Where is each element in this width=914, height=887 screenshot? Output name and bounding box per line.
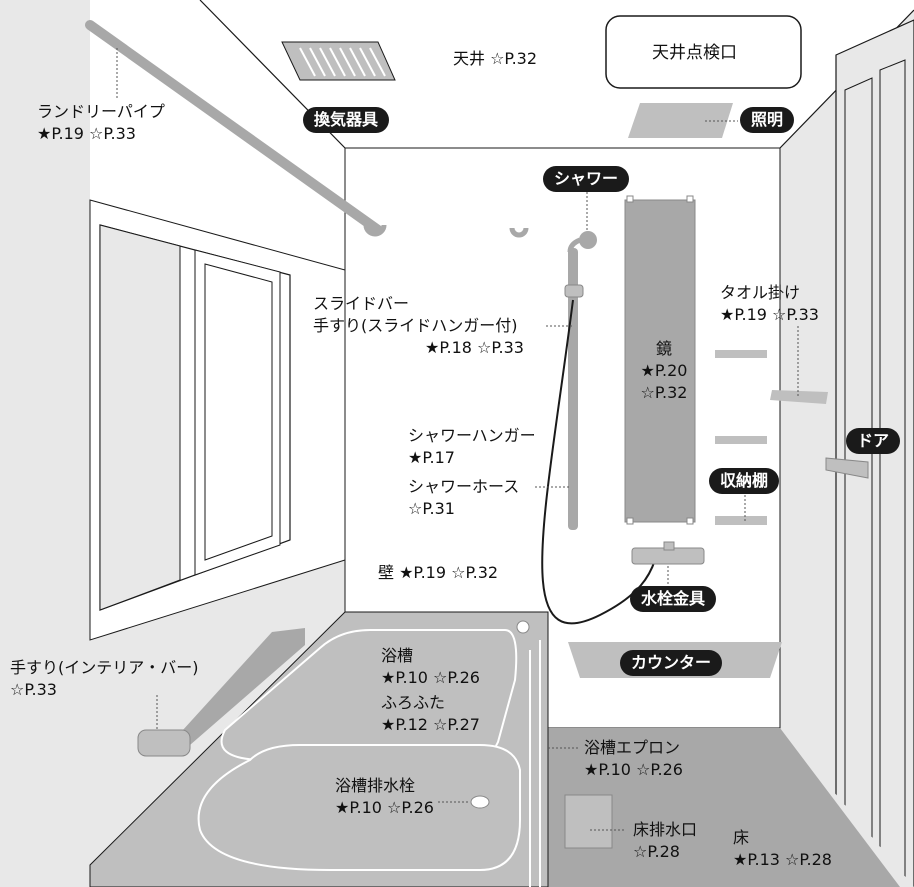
label-tub-drain: 浴槽排水栓 ★P.10 ☆P.26 <box>335 776 434 817</box>
shower-hose <box>541 299 656 625</box>
towel-bar <box>770 390 828 404</box>
tag-shower: シャワー <box>543 166 630 192</box>
shower-neck <box>567 237 582 253</box>
label-floor: 床 ★P.13 ☆P.28 <box>733 828 832 869</box>
label-ceiling: 天井 ☆P.32 <box>453 49 538 68</box>
bathtub-basin <box>197 744 521 871</box>
label-mirror: 鏡 ★P.20 ☆P.32 <box>640 339 688 402</box>
ceiling-hatch <box>605 15 802 89</box>
shelf-bottom <box>715 516 767 525</box>
door-panel-right <box>879 59 906 887</box>
floor-drain <box>564 794 613 849</box>
label-shower-hanger: シャワーハンガー ★P.17 <box>408 426 536 467</box>
tag-lighting: 照明 <box>740 107 795 133</box>
door-panel-left <box>844 77 873 887</box>
label-tub-apron: 浴槽エプロン ★P.10 ☆P.26 <box>584 738 683 779</box>
tag-counter: カウンター <box>620 650 723 676</box>
tag-ventilation: 換気器具 <box>303 107 390 133</box>
window-glass-frame <box>204 263 273 561</box>
tag-shelf: 収納棚 <box>709 468 780 494</box>
window-pane-left <box>99 224 181 611</box>
window-pane-right <box>194 249 281 576</box>
label-bathtub: 浴槽 ★P.10 ☆P.26 <box>381 646 480 687</box>
label-shower-hose: シャワーホース ☆P.31 <box>408 477 520 518</box>
label-wall: 壁 ★P.19 ☆P.32 <box>378 563 499 582</box>
mirror <box>624 199 696 523</box>
label-slide-bar: スライドバー 手すり(スライドハンガー付) ★P.18 ☆P.33 <box>313 294 524 357</box>
label-laundry-pipe: ランドリーパイプ ★P.19 ☆P.33 <box>37 102 165 143</box>
shower-hanger <box>564 284 584 298</box>
handrail <box>172 628 305 745</box>
door-handle <box>825 457 869 479</box>
tag-faucet: 水栓金具 <box>630 586 717 612</box>
shower-head <box>579 231 597 249</box>
shelf-top <box>715 350 767 358</box>
overflow-hole <box>516 620 530 634</box>
laundry-pipe-hook-left <box>363 224 387 237</box>
label-ceiling-hatch: 天井点検口 <box>652 43 737 63</box>
label-handrail: 手すり(インテリア・バー) ☆P.33 <box>10 658 199 699</box>
ventilation-grille <box>281 41 396 81</box>
label-floor-drain: 床排水口 ☆P.28 <box>633 820 698 861</box>
handrail-base <box>137 729 191 757</box>
ventilation-slats <box>299 47 386 77</box>
label-tub-lid: ふろふた ★P.12 ☆P.27 <box>381 693 480 734</box>
label-towel-bar: タオル掛け ★P.19 ☆P.33 <box>720 283 819 324</box>
tub-drain <box>470 795 490 809</box>
laundry-pipe-hook-right <box>509 227 529 238</box>
shelf-middle <box>715 436 767 444</box>
lighting-panel <box>628 103 733 138</box>
floor <box>548 728 900 887</box>
tag-door: ドア <box>846 428 901 454</box>
laundry-pipe <box>85 20 383 235</box>
